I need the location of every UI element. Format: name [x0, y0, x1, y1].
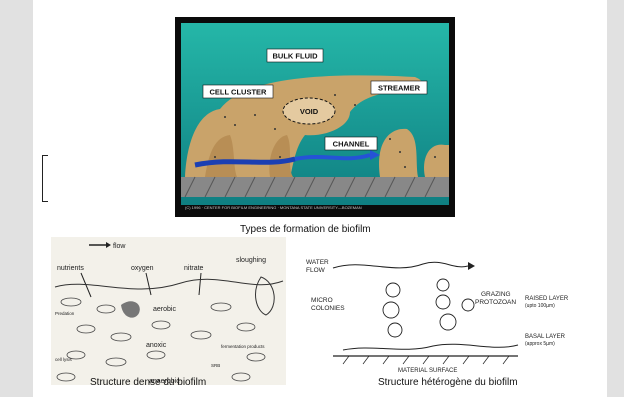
- nutrients-label: nutrients: [57, 265, 84, 272]
- basal-layer-size: (approx 5µm): [525, 341, 555, 347]
- sloughing-label: sloughing: [236, 257, 266, 264]
- dense-biofilm-image: flow nutrients oxygen nitrate sloughing …: [51, 237, 286, 385]
- heterogeneous-biofilm-image: WATER FLOW MICRO COLONIES GRAZING PROTOZ…: [303, 250, 578, 384]
- caption-dense-structure: Structure dense du biofilm: [90, 377, 206, 388]
- basal-layer-label: BASAL LAYER: [525, 334, 566, 340]
- flow-label-right: FLOW: [306, 267, 326, 274]
- raised-layer-label: RAISED LAYER: [525, 296, 569, 302]
- bulk-fluid-label: BULK FLUID: [273, 52, 319, 61]
- caption-heterogeneous-structure: Structure hétérogène du biofilm: [378, 377, 518, 388]
- right-page-margin: [607, 0, 624, 397]
- oxygen-label: oxygen: [131, 265, 154, 272]
- water-label: WATER: [306, 259, 329, 266]
- predation-label: Predation: [55, 311, 75, 316]
- flow-label: flow: [113, 243, 126, 250]
- grazing-label: GRAZING: [481, 291, 511, 298]
- channel-label: CHANNEL: [333, 140, 370, 149]
- left-page-margin: [0, 0, 33, 397]
- srb-label: SRB: [211, 363, 220, 368]
- caption-formation-types: Types de formation de biofilm: [240, 224, 371, 235]
- protozoan-label: PROTOZOAN: [475, 299, 516, 306]
- fermentation-label: fermentation products: [221, 344, 265, 349]
- colonies-label: COLONIES: [311, 305, 345, 312]
- aerobic-label: aerobic: [153, 306, 176, 313]
- image-credit: (C) 1996 · CENTER FOR BIOFILM ENGINEERIN…: [185, 205, 362, 210]
- micro-label: MICRO: [311, 297, 333, 304]
- selection-bracket: [42, 155, 48, 202]
- anoxic-label: anoxic: [146, 342, 167, 349]
- raised-layer-size: (upto 100µm): [525, 303, 555, 309]
- nitrate-label: nitrate: [184, 265, 204, 272]
- biofilm-formation-image: BULK FLUID CELL CLUSTER VOID STREAMER CH…: [175, 17, 455, 217]
- cell-cluster-label: CELL CLUSTER: [210, 88, 268, 97]
- material-surface-label: MATERIAL SURFACE: [398, 368, 457, 374]
- streamer-label: STREAMER: [378, 84, 421, 93]
- cell-lysis-label: cell lysis: [55, 357, 73, 362]
- void-label: VOID: [300, 107, 319, 116]
